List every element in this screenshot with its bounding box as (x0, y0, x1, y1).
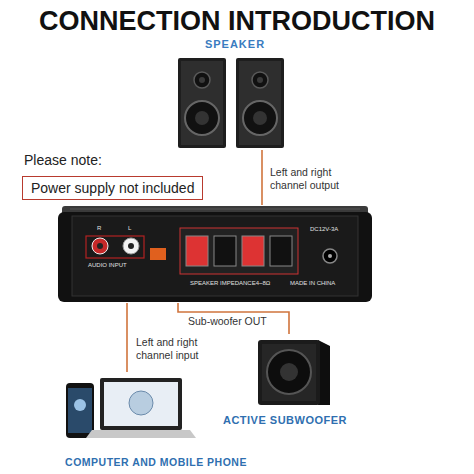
node-text: R (97, 225, 101, 231)
node-text: L (128, 225, 131, 231)
speaker-pair (178, 58, 284, 148)
note-label: Please note: (24, 152, 102, 168)
node-text: AUDIO INPUT (88, 262, 127, 268)
subwoofer-node: ACTIVE SUBWOOFER (219, 334, 352, 426)
speaker-node: SPEAKER (165, 38, 305, 150)
note-box: Power supply not included (22, 176, 203, 200)
amplifier (58, 206, 372, 302)
node-text: ACTIVE SUBWOOFER (223, 414, 347, 426)
edge-label: Left and right channel input (134, 336, 220, 361)
subwoofer (258, 340, 330, 405)
node-text: SPEAKER (205, 38, 265, 50)
title: CONNECTION INTRODUCTION (39, 6, 435, 37)
node-text: SPEAKER IMPEDANCE4~8Ω (190, 280, 270, 286)
wire (261, 150, 263, 205)
wire (126, 303, 128, 372)
node-text: Power supply not included (31, 180, 194, 196)
node-text: MADE IN CHINA (290, 280, 335, 286)
source-node: COMPUTER AND MOBILE PHONE (40, 372, 272, 468)
node-text: COMPUTER AND MOBILE PHONE (65, 456, 247, 468)
amplifier-node: R L AUDIO INPUT SPEAKER IMPEDANCE4~8Ω MADE I… (58, 205, 372, 303)
edge-label: Sub-woofer OUT (186, 315, 286, 328)
wire (178, 303, 289, 334)
node-text: DC12V-3A (310, 226, 338, 232)
computer-and-phone (66, 378, 196, 438)
edge-label: Left and right channel output (268, 166, 364, 191)
